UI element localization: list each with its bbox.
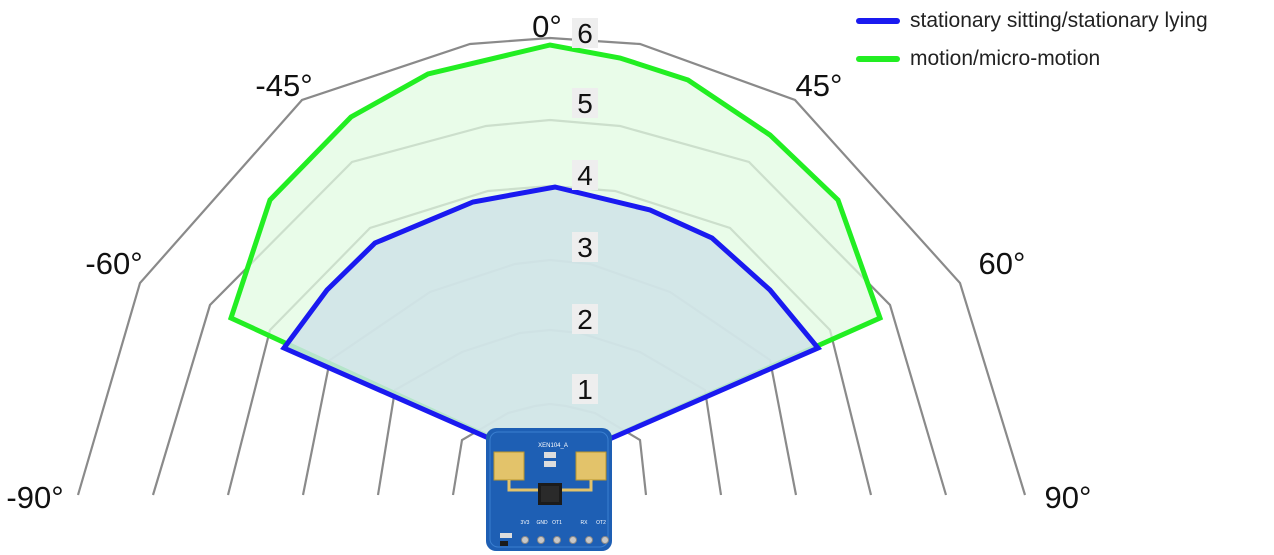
legend-item-stationary: stationary sitting/stationary lying: [856, 2, 1266, 40]
angle-label-minus-45: -45°: [255, 68, 312, 103]
ring-label-5: 5: [577, 88, 593, 119]
range-ring-6: [76, 36, 1027, 496]
angle-labels: 0° -45° 45° -60° 60° -90° 90°: [6, 9, 1091, 515]
legend-label-stationary: stationary sitting/stationary lying: [910, 9, 1208, 32]
radar-sensor-board: XEN104_A 3V3 GND OT1 RX OT2: [486, 428, 612, 551]
pin-label-rx: RX: [581, 520, 589, 526]
antenna-pad-left: [493, 451, 525, 481]
angle-label-45: 45°: [796, 68, 843, 103]
ring-label-3: 3: [577, 232, 593, 263]
ring-label-4: 4: [577, 160, 593, 191]
angle-label-90: 90°: [1045, 480, 1092, 515]
ring-label-2: 2: [577, 304, 593, 335]
angle-label-0: 0°: [532, 9, 562, 44]
legend: stationary sitting/stationary lying moti…: [856, 2, 1266, 78]
ring-labels: 6 5 4 3 2 1: [572, 18, 598, 405]
angle-label-minus-60: -60°: [85, 246, 142, 281]
pin-label-ot2: OT2: [596, 520, 606, 526]
ring-label-6: 6: [577, 18, 593, 49]
legend-item-motion: motion/micro-motion: [856, 40, 1266, 78]
pin-label-ot1: OT1: [552, 520, 562, 526]
stationary-coverage-area: [280, 184, 823, 468]
angle-label-minus-90: -90°: [6, 480, 63, 515]
antenna-pad-right: [575, 451, 607, 481]
angle-label-60: 60°: [979, 246, 1026, 281]
board-model-label: XEN104_A: [538, 443, 568, 449]
pin-label-gnd: GND: [536, 520, 548, 526]
pin-label-3v3: 3V3: [521, 520, 530, 526]
legend-label-motion: motion/micro-motion: [910, 47, 1101, 70]
legend-swatch-stationary: [856, 18, 900, 24]
legend-swatch-motion: [856, 56, 900, 62]
ring-label-1: 1: [577, 374, 593, 405]
